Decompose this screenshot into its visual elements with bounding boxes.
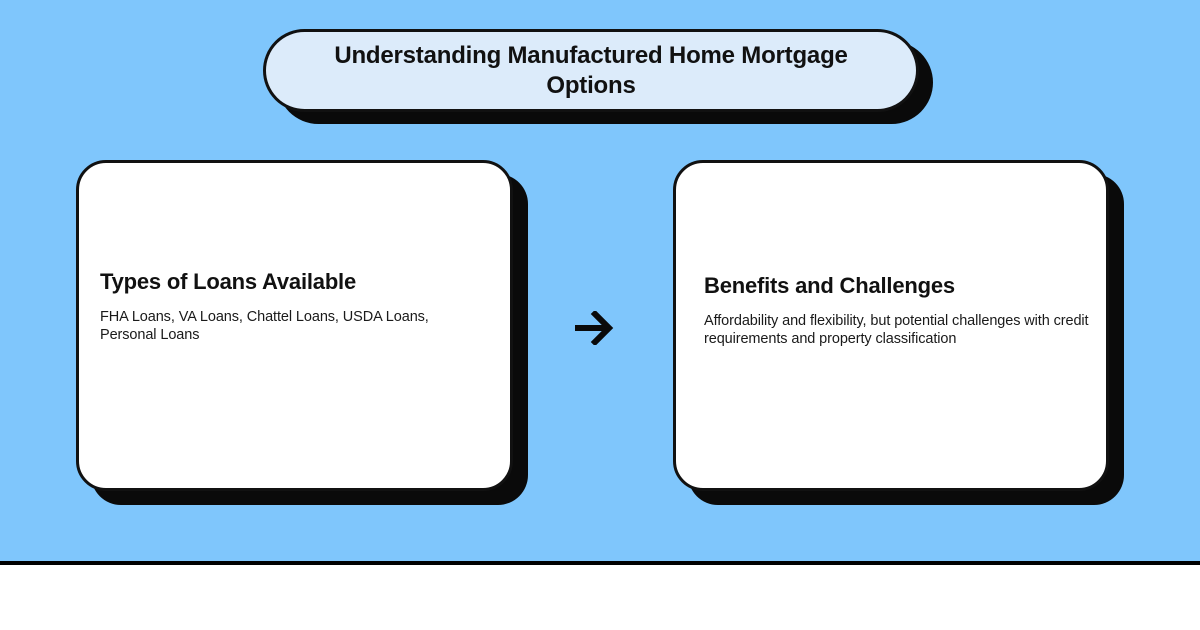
arrow-right-icon	[571, 303, 623, 353]
card-heading: Benefits and Challenges	[704, 273, 955, 298]
card-types-of-loans: Types of Loans Available FHA Loans, VA L…	[76, 160, 513, 491]
card-heading: Types of Loans Available	[100, 269, 357, 294]
divider-rule	[0, 561, 1200, 565]
card-benefits-and-challenges: Benefits and Challenges Affordability an…	[673, 160, 1109, 491]
card-description: Affordability and flexibility, but poten…	[704, 313, 1089, 347]
title-pill: Understanding Manufactured Home Mortgage…	[263, 29, 919, 112]
card-description: FHA Loans, VA Loans, Chattel Loans, USDA…	[100, 309, 429, 343]
footer-area	[0, 565, 1200, 630]
card-content: Benefits and Challenges Affordability an…	[676, 273, 1106, 348]
card-content: Types of Loans Available FHA Loans, VA L…	[79, 269, 510, 344]
page-title: Understanding Manufactured Home Mortgage…	[334, 41, 848, 99]
